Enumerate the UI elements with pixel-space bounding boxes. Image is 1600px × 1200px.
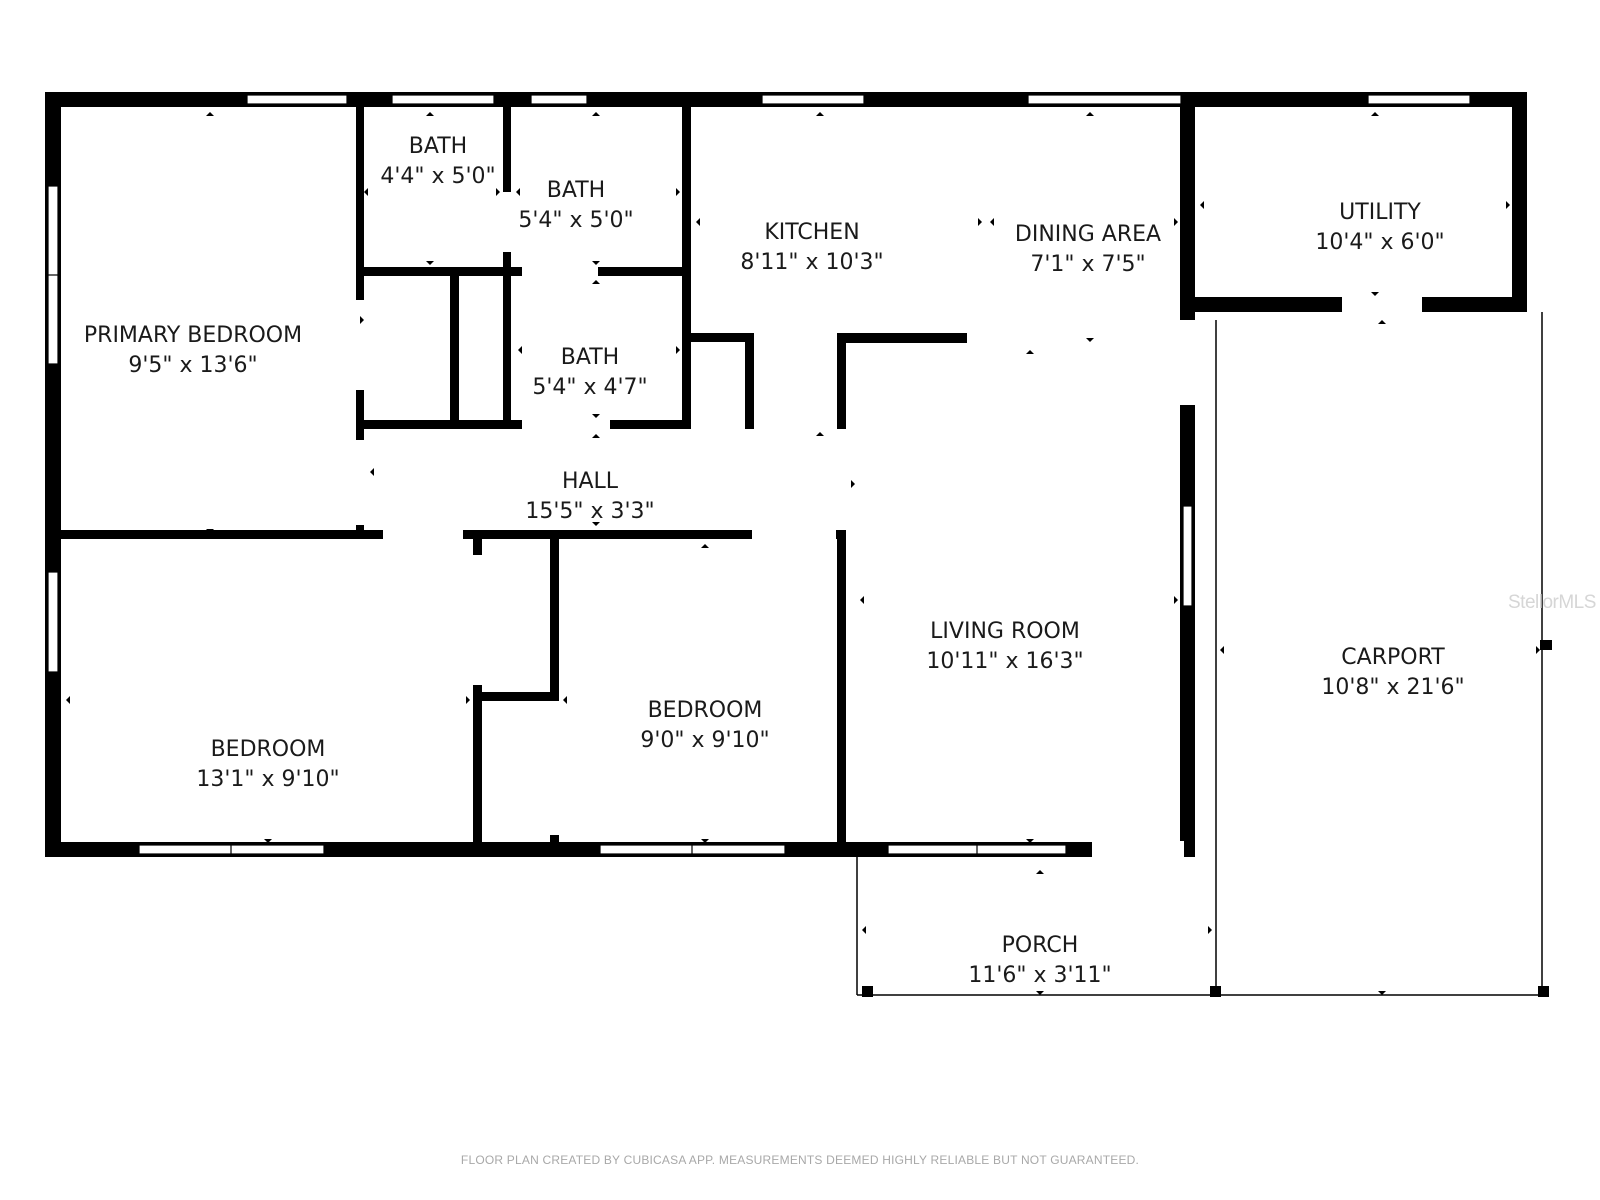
wall-closet bbox=[450, 267, 459, 427]
wall-pantry-top bbox=[682, 333, 752, 342]
tick bbox=[696, 218, 1212, 934]
room-name: LIVING ROOM bbox=[930, 619, 1080, 644]
room-name: KITCHEN bbox=[764, 220, 859, 245]
door-primary-bedroom bbox=[355, 300, 365, 390]
window bbox=[1182, 505, 1193, 607]
room-dimensions: 5'4" x 5'0" bbox=[518, 208, 633, 233]
post bbox=[1210, 986, 1221, 997]
door-utility bbox=[1342, 296, 1422, 313]
room-name: CARPORT bbox=[1341, 645, 1445, 670]
room-living-room: LIVING ROOM 10'11" x 16'3" bbox=[926, 619, 1083, 674]
room-carport: CARPORT 10'8" x 21'6" bbox=[1321, 645, 1464, 700]
posts bbox=[862, 640, 1552, 997]
window bbox=[530, 94, 588, 105]
room-primary-bedroom: PRIMARY BEDROOM 9'5" x 13'6" bbox=[84, 323, 302, 378]
room-dimensions: 15'5" x 3'3" bbox=[525, 499, 654, 524]
post bbox=[1538, 986, 1549, 997]
door-bedroom-2 bbox=[752, 529, 836, 540]
room-dimensions: 7'1" x 7'5" bbox=[1030, 252, 1145, 277]
wall-east-utility bbox=[1512, 92, 1527, 312]
room-dimensions: 13'1" x 9'10" bbox=[196, 767, 339, 792]
room-bedroom-1: BEDROOM 13'1" x 9'10" bbox=[196, 737, 339, 792]
door-bath-1 bbox=[502, 192, 512, 252]
tick bbox=[360, 316, 855, 488]
room-name: PRIMARY BEDROOM bbox=[84, 323, 302, 348]
room-dimensions: 8'11" x 10'3" bbox=[740, 250, 883, 275]
room-bath-3: BATH 5'4" x 4'7" bbox=[532, 345, 647, 400]
wall-living-west bbox=[837, 530, 846, 857]
window bbox=[246, 94, 348, 105]
window bbox=[1027, 94, 1182, 105]
porch-carport-outline bbox=[856, 312, 1543, 996]
door-primary-hall bbox=[355, 440, 365, 525]
door-bath-3 bbox=[522, 419, 610, 430]
room-dimensions: 10'8" x 21'6" bbox=[1321, 675, 1464, 700]
room-utility: UTILITY 10'4" x 6'0" bbox=[1315, 200, 1444, 255]
room-dimensions: 10'11" x 16'3" bbox=[926, 649, 1083, 674]
room-name: BEDROOM bbox=[211, 737, 326, 762]
tick bbox=[206, 112, 272, 843]
room-kitchen: KITCHEN 8'11" x 10'3" bbox=[740, 220, 883, 275]
door-bath-2 bbox=[522, 266, 598, 277]
room-name: BEDROOM bbox=[648, 698, 763, 723]
room-dimensions: 9'5" x 13'6" bbox=[128, 353, 257, 378]
room-hall: HALL 15'5" x 3'3" bbox=[525, 469, 654, 524]
tick bbox=[364, 188, 680, 196]
room-name: HALL bbox=[562, 469, 619, 494]
room-dimensions: 9'0" x 9'10" bbox=[640, 728, 769, 753]
door-closet bbox=[472, 555, 483, 685]
room-bath-1: BATH 4'4" x 5'0" bbox=[380, 134, 495, 189]
door-carport bbox=[1179, 320, 1196, 405]
room-bath-2: BATH 5'4" x 5'0" bbox=[518, 178, 633, 233]
room-name: BATH bbox=[409, 134, 467, 159]
disclaimer-footer: FLOOR PLAN CREATED BY CUBICASA APP. MEAS… bbox=[460, 1153, 1140, 1167]
room-bedroom-2: BEDROOM 9'0" x 9'10" bbox=[640, 698, 769, 753]
room-name: BATH bbox=[561, 345, 619, 370]
wall-pantry-east bbox=[745, 333, 754, 429]
window bbox=[391, 94, 495, 105]
mls-watermark: StellorMLS bbox=[1508, 592, 1596, 613]
room-labels: PRIMARY BEDROOM 9'5" x 13'6" BATH 4'4" x… bbox=[84, 134, 1465, 988]
door-bedroom-1 bbox=[383, 529, 463, 540]
window bbox=[1367, 94, 1471, 105]
wall-counter-return bbox=[837, 333, 846, 429]
room-dimensions: 11'6" x 3'11" bbox=[968, 963, 1111, 988]
wall-kitchen-counter bbox=[837, 333, 967, 343]
room-dining-area: DINING AREA 7'1" x 7'5" bbox=[1015, 222, 1161, 277]
room-dimensions: 10'4" x 6'0" bbox=[1315, 230, 1444, 255]
wall-closet-2 bbox=[550, 530, 559, 700]
window bbox=[47, 571, 59, 673]
post bbox=[862, 986, 873, 997]
room-dimensions: 5'4" x 4'7" bbox=[532, 375, 647, 400]
room-name: BATH bbox=[547, 178, 605, 203]
door-front bbox=[1092, 841, 1184, 858]
wall-closet-stub bbox=[550, 835, 559, 857]
room-name: UTILITY bbox=[1339, 200, 1421, 225]
wall-bath-divider bbox=[503, 92, 511, 428]
openings bbox=[355, 192, 1422, 858]
wall-living-east bbox=[1180, 92, 1195, 857]
room-name: DINING AREA bbox=[1015, 222, 1161, 247]
room-dimensions: 4'4" x 5'0" bbox=[380, 164, 495, 189]
post bbox=[1540, 640, 1552, 650]
window bbox=[761, 94, 865, 105]
window-mullions bbox=[48, 274, 978, 854]
door-pantry bbox=[697, 419, 745, 430]
wall-bath-mid bbox=[356, 267, 686, 276]
wall-hall-north bbox=[356, 420, 686, 429]
wall-kitchen-west bbox=[682, 92, 691, 429]
wall-closet-bottom bbox=[473, 692, 559, 701]
room-name: PORCH bbox=[1002, 933, 1079, 958]
room-porch: PORCH 11'6" x 3'11" bbox=[968, 933, 1111, 988]
